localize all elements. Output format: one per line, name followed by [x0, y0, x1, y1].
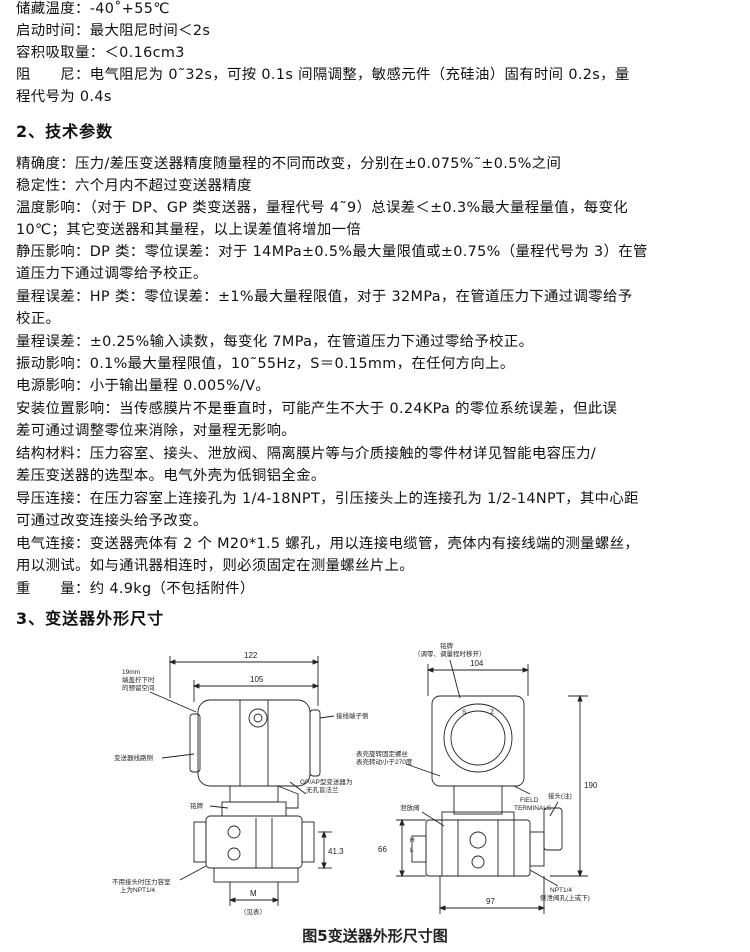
spec-vibration: 振动影响：0.1%最大量程限值，10˜55Hz，S＝0.15mm，在任何方向上。 [16, 356, 515, 372]
label-top-plate-2: （调零、调量程时移开） [414, 649, 486, 658]
figure-caption: 图5变送器外形尺寸图 [302, 927, 448, 945]
label-drain-valve: 泄放阀 [400, 803, 420, 812]
label-housing-screw-2: 表壳转动小于270度 [356, 757, 413, 766]
dimension-drawing-svg: 122 105 41.3 M （见表） 104 190 66 97 19mm 端… [112, 641, 598, 916]
spec-static-pressure-cont: 道压力下通过调零给予校正。 [16, 266, 208, 282]
spec-damping: 阻 尼：电气阻尼为 0˜32s，可按 0.1s 间隔调整，敏感元件（充硅油）固有… [16, 67, 630, 83]
spec-materials: 结构材料：压力容室、接头、泄放阀、隔离膜片等与介质接触的零件材详见智能电容压力/ [16, 446, 597, 462]
label-circuit-side: 变送器线路侧 [114, 753, 153, 762]
label-clearance-2: 端盖拧下时 [122, 675, 155, 684]
section-2-title: 2、技术参数 [16, 122, 114, 141]
spec-damping-cont: 程代号为 0.4s [16, 89, 112, 105]
label-nameplate: 铭牌 [190, 801, 204, 810]
label-no-conn-1: 不用接头时压力容室 [112, 877, 171, 886]
spec-storage-temp: 储藏温度：-40˚+55℃ [16, 1, 170, 17]
spec-electrical-conn-cont: 用以测试。如与通讯器相连时，则必须固定在测量螺丝片上。 [16, 558, 414, 574]
dim-122: 122 [244, 651, 258, 660]
label-gp-ap-1: GP/AP型变送器为 [300, 777, 352, 786]
label-top-plate-1: 铭牌 [440, 641, 454, 650]
spec-process-conn-cont: 可通过改变连接头给予改变。 [16, 513, 208, 529]
dim-see-table: （见表） [240, 907, 266, 916]
spec-span-error: 量程误差：±0.25%输入读数，每变化 7MPa，在管道压力下通过零给予校正。 [16, 334, 534, 350]
label-cover-s: S [462, 709, 467, 716]
spec-volume: 容积吸取量：＜0.16cm3 [16, 45, 185, 61]
spec-temp-effect: 温度影响：（对于 DP、GP 类变送器，量程代号 4˜9）总误差＜±0.3%最大… [16, 200, 628, 216]
label-gp-ap-2: 无孔盲法兰 [306, 785, 339, 794]
label-cover-z: Z [490, 709, 494, 716]
spec-span-error-hp-cont: 校正。 [16, 311, 61, 327]
section-3-title: 3、变送器外形尺寸 [16, 609, 165, 628]
spec-mounting: 安装位置影响：当传感膜片不是垂直时，可能产生不大于 0.24KPa 的零位系统误… [16, 401, 618, 417]
dim-41-3: 41.3 [328, 847, 344, 856]
dimension-drawing: 122 105 41.3 M （见表） 104 190 66 97 19mm 端… [110, 636, 670, 926]
dim-66: 66 [378, 845, 387, 854]
spec-startup-time: 启动时间：最大阻尼时间＜2s [16, 23, 211, 39]
dim-104: 104 [470, 659, 484, 668]
label-no-conn-2: 上为NPT1/4 [120, 885, 155, 894]
label-terminal-side: 接线端子侧 [336, 711, 369, 720]
label-field-1: FIELD [520, 797, 539, 804]
spec-process-conn: 导压连接：在压力容室上连接孔为 1/4-18NPT，引压接头上的连接孔为 1/2… [16, 491, 639, 507]
spec-accuracy: 精确度：压力/差压变送器精度随量程的不同而改变，分别在±0.075%˜±0.5%… [16, 156, 562, 172]
label-field-2: TERMINALS [514, 805, 552, 812]
dim-105: 105 [250, 675, 264, 684]
spec-weight: 重 量：约 4.9kg（不包括附件） [16, 581, 255, 597]
spec-power: 电源影响：小于输出量程 0.005%/V。 [16, 378, 271, 394]
spec-electrical-conn: 电气连接：变送器壳体有 2 个 M20*1.5 螺孔，用以连接电缆管，壳体内有接… [16, 536, 640, 552]
label-clearance-1: 19mm [122, 669, 140, 676]
label-plate-l: L [410, 847, 414, 854]
label-npt-1: NPT1/4 [550, 887, 572, 894]
spec-materials-cont: 差压变送器的选型本。电气外壳为低铜铝全金。 [16, 468, 326, 484]
spec-static-pressure: 静压影响：DP 类：零位误差：对于 14MPa±0.5%最大量限值或±0.75%… [16, 244, 648, 260]
label-clearance-3: 的预留空间 [122, 683, 155, 692]
dim-m: M [250, 889, 257, 898]
label-plate-h: H [410, 837, 415, 844]
spec-temp-effect-cont: 10℃；其它变送器和其量程，以上误差值将增加一倍 [16, 222, 362, 238]
spec-stability: 稳定性：六个月内不超过变送器精度 [16, 178, 252, 194]
label-housing-screw-1: 表壳旋转固定螺丝 [356, 749, 409, 758]
label-connector: 接头(注) [548, 791, 572, 800]
dim-97: 97 [486, 897, 495, 906]
spec-span-error-hp: 量程误差：HP 类：零位误差：±1%最大量程限值，对于 32MPa，在管道压力下… [16, 289, 633, 305]
label-npt-2: 侧泄阀孔(上或下) [540, 893, 590, 902]
spec-mounting-cont: 差可通过调整零位来消除，对量程无影响。 [16, 423, 297, 439]
dim-190: 190 [584, 781, 598, 790]
